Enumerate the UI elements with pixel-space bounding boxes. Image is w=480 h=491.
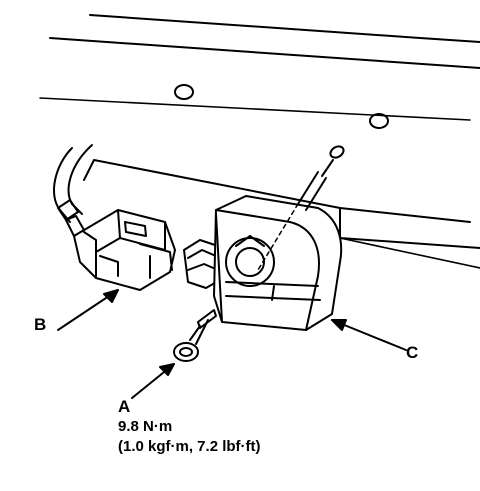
mounting-bolt-a — [173, 309, 217, 362]
torque-spec-conversions: (1.0 kgf·m, 7.2 lbf·ft) — [118, 438, 261, 455]
center-bolt — [257, 145, 345, 271]
sensor-connector — [183, 239, 221, 289]
torque-spec-metric: 9.8 N·m — [118, 418, 173, 435]
mounting-panel — [39, 14, 480, 269]
knock-sensor-body — [213, 195, 343, 331]
callout-a: A — [118, 397, 131, 416]
panel-hole — [174, 84, 194, 100]
callout-c: C — [406, 343, 419, 362]
wiring-harness — [53, 144, 93, 237]
panel-hole — [369, 113, 389, 129]
connector-b — [73, 209, 176, 291]
leader-lines — [57, 289, 407, 399]
callout-b: B — [34, 315, 47, 334]
